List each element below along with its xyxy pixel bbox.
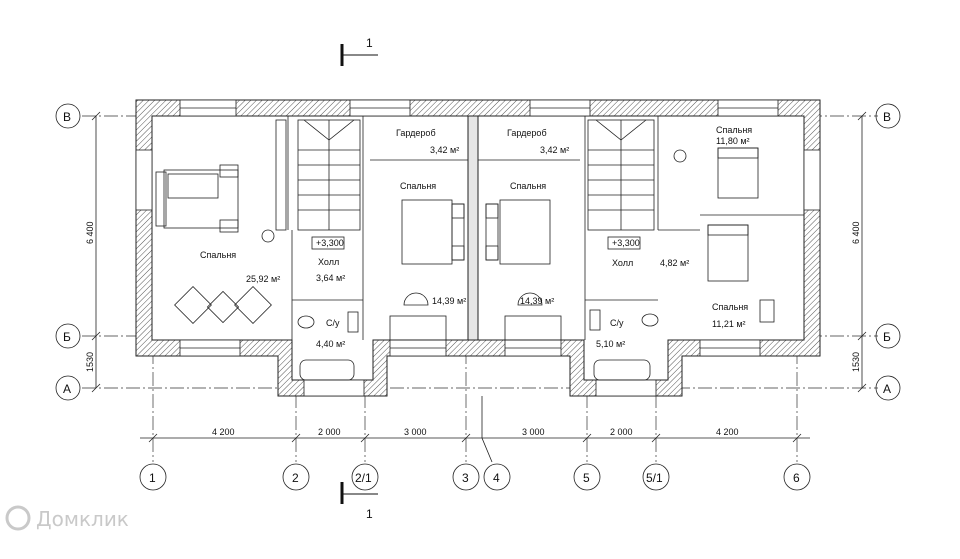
armchairs-left	[174, 286, 272, 324]
room-area-bed-center-left: 14,39 м²	[432, 296, 466, 306]
chair-center-right	[517, 292, 543, 306]
interior-walls	[287, 115, 804, 341]
axis-6: 6	[793, 471, 800, 485]
dim-left-bottom: 1530	[85, 352, 95, 372]
room-name-bed-right-bottom: Спальня	[712, 302, 748, 312]
dim-left-height: 6 400	[85, 221, 95, 244]
room-name-bed-left: Спальня	[200, 250, 236, 260]
dim-right-height: 6 400	[851, 221, 861, 244]
room-area-hall-left: 3,64 м²	[316, 273, 345, 283]
axis-a-right: А	[883, 382, 891, 396]
section-mark-bottom: 1	[340, 482, 378, 521]
room-area-bed-center-right: 14,39 м²	[520, 296, 554, 306]
axis-5-1: 5/1	[646, 471, 663, 485]
dim-span-1: 4 200	[212, 427, 235, 437]
room-name-bed-right-top: Спальня	[716, 125, 752, 135]
room-area-bed-right-bottom: 11,21 м²	[712, 319, 746, 329]
room-name-bath-right: С/у	[610, 318, 624, 328]
axis-b-left: Б	[63, 330, 71, 344]
dim-span-5: 2 000	[610, 427, 633, 437]
axis-a-left: А	[63, 382, 71, 396]
room-area-wardrobe-right: 3,42 м²	[540, 145, 569, 155]
bathroom-right-fixtures	[589, 309, 659, 381]
section-mark-top: 1	[340, 36, 378, 66]
room-name-wardrobe-left: Гардероб	[396, 128, 436, 138]
domclick-logo-icon	[5, 505, 31, 531]
room-name-wardrobe-right: Гардероб	[507, 128, 547, 138]
plant-left	[261, 229, 275, 243]
axis-2-1: 2/1	[355, 471, 372, 485]
room-name-bed-center-left: Спальня	[400, 181, 436, 191]
room-area-wardrobe-left: 3,42 м²	[430, 145, 459, 155]
room-name-hall-left: Холл	[318, 257, 339, 267]
dim-span-3: 3 000	[404, 427, 427, 437]
plant-right	[673, 149, 687, 163]
stairs-left	[297, 119, 361, 231]
room-area-bath-right: 5,10 м²	[596, 339, 625, 349]
wardrobe-unit-left	[275, 119, 287, 231]
section-label-top: 1	[366, 36, 373, 50]
room-name-bed-center-right: Спальня	[510, 181, 546, 191]
room-area-bed-left: 25,92 м²	[246, 274, 280, 284]
watermark: Домклик	[5, 505, 129, 531]
level-text-right: +3,300	[612, 238, 640, 248]
dim-span-6: 4 200	[716, 427, 739, 437]
axis-4: 4	[493, 471, 500, 485]
stairs-right	[587, 119, 655, 231]
side-dimensions: 6 400 1530 6 400 1530	[85, 111, 867, 393]
axis-b-right: Б	[883, 330, 891, 344]
room-name-bath-left: С/у	[326, 318, 340, 328]
axis-3: 3	[462, 471, 469, 485]
bed-right-top	[717, 147, 759, 199]
level-mark-left	[311, 236, 345, 250]
desk-center-right	[504, 315, 562, 341]
bottom-dimensions: 4 200 2 000 3 000 3 000 2 000 4 200	[140, 396, 810, 463]
double-bed-left	[155, 164, 239, 233]
desk-center-left	[389, 315, 447, 341]
room-area-hall-right: 4,82 м²	[660, 258, 689, 268]
axis-2: 2	[292, 471, 299, 485]
nightstand-right	[759, 299, 775, 323]
dim-span-2: 2 000	[318, 427, 341, 437]
bed-center-right	[485, 199, 551, 265]
axis-v-right: В	[883, 110, 891, 124]
room-area-bath-left: 4,40 м²	[316, 339, 345, 349]
axis-5: 5	[583, 471, 590, 485]
level-text-left: +3,300	[316, 238, 344, 248]
axis-v-left: В	[63, 110, 71, 124]
bed-right-bottom	[707, 224, 749, 282]
chair-center-left	[403, 292, 429, 306]
bathroom-left-fixtures	[297, 311, 359, 381]
dim-right-bottom: 1530	[851, 352, 861, 372]
room-area-bed-right-top: 11,80 м²	[716, 136, 750, 146]
bed-center-left	[401, 199, 465, 265]
axis-markers-vertical: 1 2 2/1 3 4 5 5/1 6	[139, 463, 811, 491]
level-mark-right	[607, 236, 641, 250]
room-name-hall-right: Холл	[612, 258, 633, 268]
watermark-text: Домклик	[36, 507, 129, 531]
dim-span-4: 3 000	[522, 427, 545, 437]
axis-1: 1	[149, 471, 156, 485]
section-label-bottom: 1	[366, 507, 373, 521]
axis-markers-horizontal: В Б А В Б А	[55, 103, 901, 401]
